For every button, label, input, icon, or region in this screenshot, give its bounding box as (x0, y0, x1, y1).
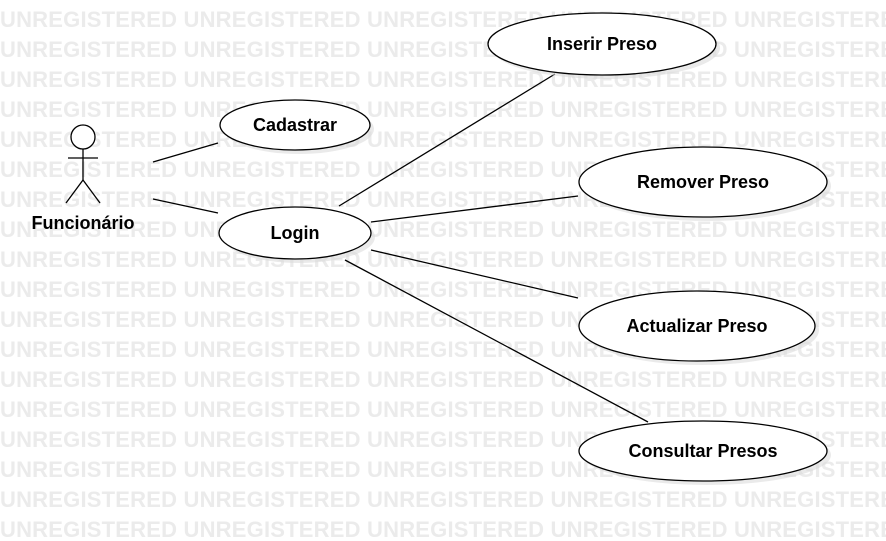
watermark-text-row: UNREGISTERED UNREGISTERED UNREGISTERED U… (0, 247, 886, 272)
actor-name: Funcionário (32, 213, 135, 233)
association-actor-login (152, 198, 219, 214)
use-case-label-actualizar-preso: Actualizar Preso (626, 316, 767, 336)
watermark-text-row: UNREGISTERED UNREGISTERED UNREGISTERED U… (0, 517, 886, 541)
watermark-text-row: UNREGISTERED UNREGISTERED UNREGISTERED U… (0, 367, 886, 392)
association-actor-cadastrar (152, 142, 219, 163)
use-case-label-inserir-preso: Inserir Preso (547, 34, 657, 54)
use-case-label-consultar-presos: Consultar Presos (628, 441, 777, 461)
association-login-actualizar (370, 249, 579, 299)
use-case-actualizar-preso[interactable]: Actualizar Preso (578, 290, 819, 365)
use-case-label-remover-preso: Remover Preso (637, 172, 769, 192)
actor-left-leg (65, 179, 84, 204)
association-login-inserir (338, 73, 556, 207)
use-case-inserir-preso[interactable]: Inserir Preso (487, 12, 720, 79)
watermark-text-row: UNREGISTERED UNREGISTERED UNREGISTERED U… (0, 487, 886, 512)
association-login-remover (370, 195, 579, 223)
association-login-consultar (344, 259, 649, 423)
watermark-text-row: UNREGISTERED UNREGISTERED UNREGISTERED U… (0, 127, 886, 152)
actor-head (70, 124, 96, 150)
use-case-cadastrar[interactable]: Cadastrar (219, 99, 374, 154)
use-case-remover-preso[interactable]: Remover Preso (578, 146, 831, 221)
use-case-label-login: Login (271, 223, 320, 243)
actor-right-leg (82, 179, 101, 204)
actor-figure[interactable] (65, 124, 101, 204)
use-case-label-cadastrar: Cadastrar (253, 115, 337, 135)
use-case-consultar-presos[interactable]: Consultar Presos (578, 420, 831, 485)
use-case-login[interactable]: Login (218, 206, 375, 263)
watermark-text-row: UNREGISTERED UNREGISTERED UNREGISTERED U… (0, 97, 886, 122)
watermark-text-row: UNREGISTERED UNREGISTERED UNREGISTERED U… (0, 397, 886, 422)
